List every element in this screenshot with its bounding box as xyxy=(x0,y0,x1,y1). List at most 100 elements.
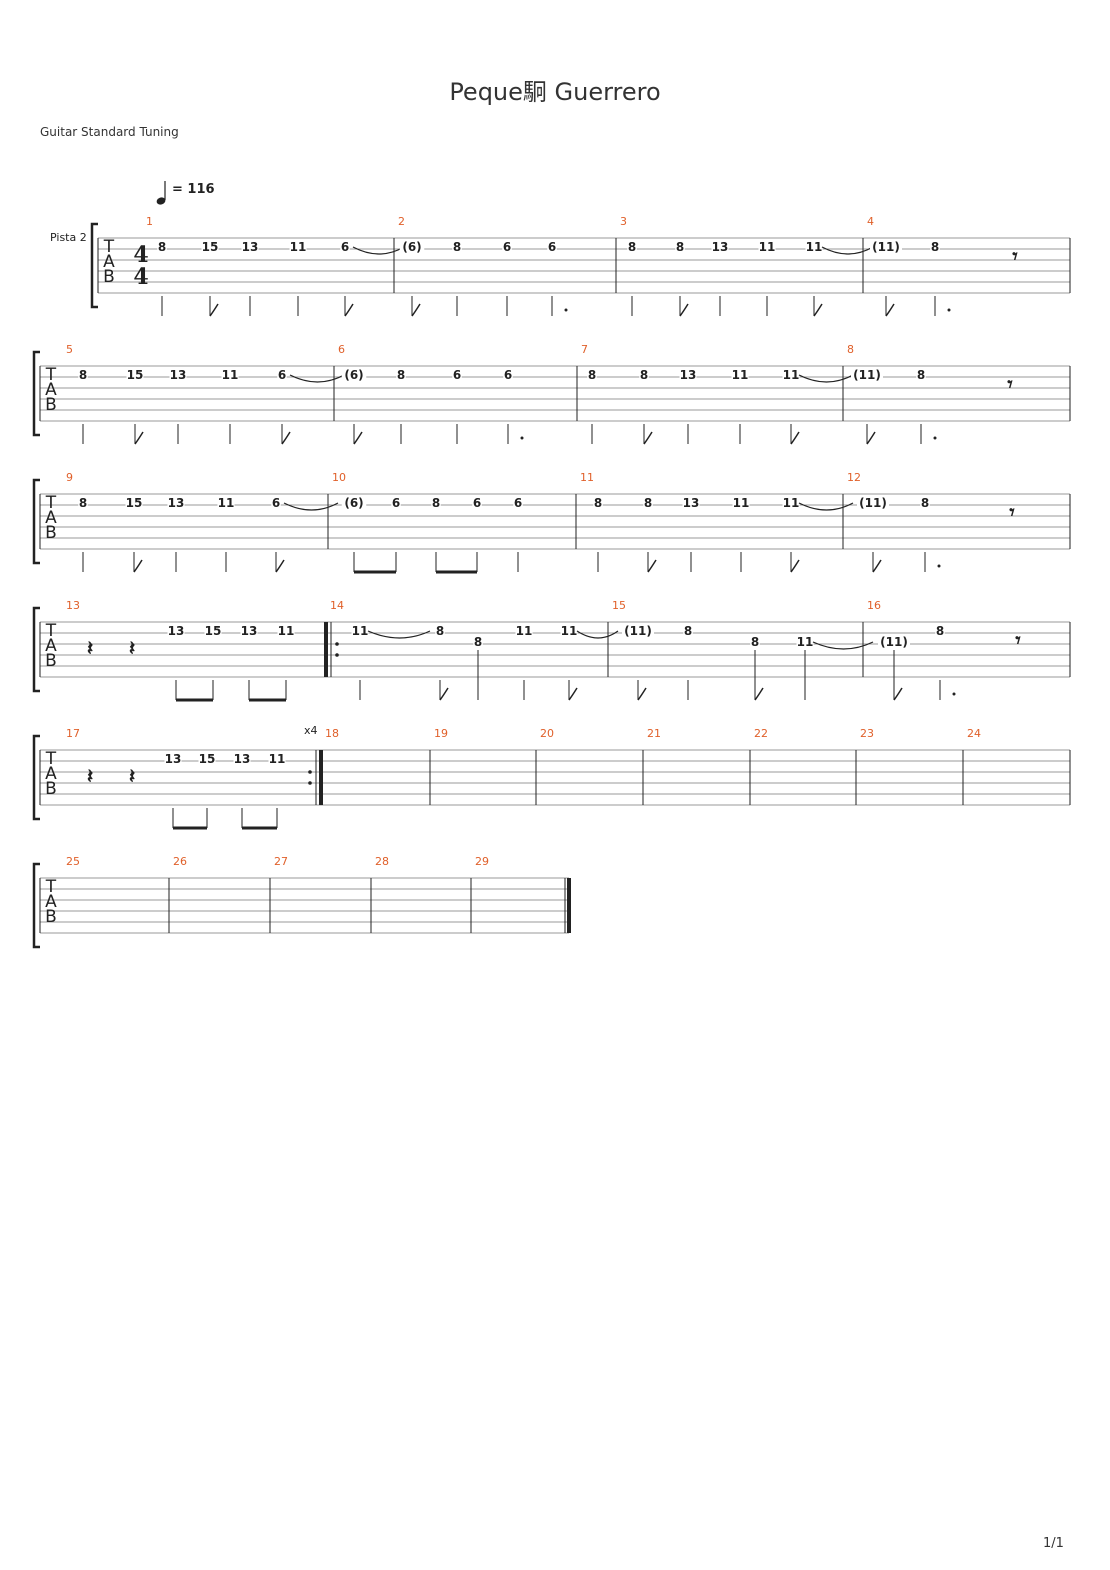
measure-number: 9 xyxy=(66,471,73,484)
fret-number: 11 xyxy=(783,496,800,510)
fret-backing xyxy=(167,497,185,509)
measure-number: 12 xyxy=(847,471,861,484)
fret-number: (6) xyxy=(402,240,421,254)
fret-number: 6 xyxy=(453,368,461,382)
fret-backing xyxy=(204,625,222,637)
fret-backing xyxy=(639,369,649,381)
fret-backing xyxy=(593,497,603,509)
fret-number: 6 xyxy=(473,496,481,510)
fret-number: 6 xyxy=(278,368,286,382)
fret-backing xyxy=(399,241,425,253)
eighth-rest: 𝄾 xyxy=(1009,500,1015,524)
fret-number: 8 xyxy=(588,368,596,382)
measure-number: 29 xyxy=(475,855,489,868)
note-flag xyxy=(134,431,144,445)
fret-backing xyxy=(268,753,286,765)
fret-number: 15 xyxy=(205,624,222,638)
tie-arc xyxy=(812,641,874,650)
fret-backing xyxy=(796,636,814,648)
fret-number: 13 xyxy=(234,752,251,766)
fret-number: 8 xyxy=(474,635,482,649)
measure-number: 28 xyxy=(375,855,389,868)
measure-number: 7 xyxy=(581,343,588,356)
fret-number: 13 xyxy=(168,496,185,510)
tab-clef-letter: B xyxy=(45,651,57,671)
note-flag xyxy=(209,303,219,317)
fret-backing xyxy=(878,636,910,648)
repeat-dot xyxy=(308,781,312,785)
fret-backing xyxy=(622,625,654,637)
fret-number: 8 xyxy=(931,240,939,254)
tie-arc xyxy=(289,374,345,383)
fret-backing xyxy=(221,369,239,381)
fret-backing xyxy=(857,497,889,509)
note-flag xyxy=(275,559,285,573)
quarter-rest: 𝄽 xyxy=(129,636,135,660)
fret-backing xyxy=(126,369,144,381)
fret-backing xyxy=(502,241,512,253)
fret-backing xyxy=(396,369,406,381)
measure-number: 17 xyxy=(66,727,80,740)
note-flag xyxy=(813,303,823,317)
fret-backing xyxy=(560,625,578,637)
fret-backing xyxy=(277,625,295,637)
fret-backing xyxy=(233,753,251,765)
fret-number: 8 xyxy=(453,240,461,254)
fret-number: 11 xyxy=(290,240,307,254)
fret-number: 8 xyxy=(676,240,684,254)
note-flag xyxy=(866,431,876,445)
system-bracket xyxy=(32,734,40,821)
tab-clef-letter: T xyxy=(45,365,57,385)
fret-backing xyxy=(472,497,482,509)
tie-arc xyxy=(798,502,854,511)
repeat-dot xyxy=(335,653,339,657)
fret-backing xyxy=(732,497,750,509)
fret-backing xyxy=(125,497,143,509)
tab-clef-letter: T xyxy=(103,237,115,257)
fret-backing xyxy=(731,369,749,381)
measure-number: 20 xyxy=(540,727,554,740)
measure-number: 22 xyxy=(754,727,768,740)
fret-number: 13 xyxy=(680,368,697,382)
fret-backing xyxy=(169,369,187,381)
quarter-rest: 𝄽 xyxy=(87,636,93,660)
tab-clef-letter: A xyxy=(45,380,57,400)
fret-backing xyxy=(547,241,557,253)
fret-backing xyxy=(750,636,760,648)
note-flag xyxy=(647,559,657,573)
score-title: Peque駉 Guerrero xyxy=(449,78,661,106)
system-bracket xyxy=(32,350,40,437)
system-bracket xyxy=(32,862,40,949)
fret-number: 8 xyxy=(436,624,444,638)
tab-clef-letter: A xyxy=(45,892,57,912)
fret-backing xyxy=(198,753,216,765)
fret-backing xyxy=(805,241,823,253)
fret-number: 8 xyxy=(644,496,652,510)
fret-number: 8 xyxy=(684,624,692,638)
fret-number: (6) xyxy=(344,368,363,382)
tempo-mark: = 116 xyxy=(172,182,215,197)
fret-number: 8 xyxy=(594,496,602,510)
fret-backing xyxy=(782,497,800,509)
fret-number: 11 xyxy=(516,624,533,638)
tab-clef-letter: T xyxy=(45,877,57,897)
fret-backing xyxy=(271,497,281,509)
fret-number: 8 xyxy=(640,368,648,382)
fret-backing xyxy=(241,241,259,253)
note-flag xyxy=(872,559,882,573)
fret-backing xyxy=(782,369,800,381)
fret-number: 11 xyxy=(218,496,235,510)
fret-backing xyxy=(930,241,940,253)
measure-number: 19 xyxy=(434,727,448,740)
time-signature-bottom: 4 xyxy=(133,264,148,290)
fret-backing xyxy=(78,497,88,509)
measure-number: 24 xyxy=(967,727,981,740)
tie-arc xyxy=(352,246,405,255)
fret-backing xyxy=(711,241,729,253)
fret-backing xyxy=(452,241,462,253)
